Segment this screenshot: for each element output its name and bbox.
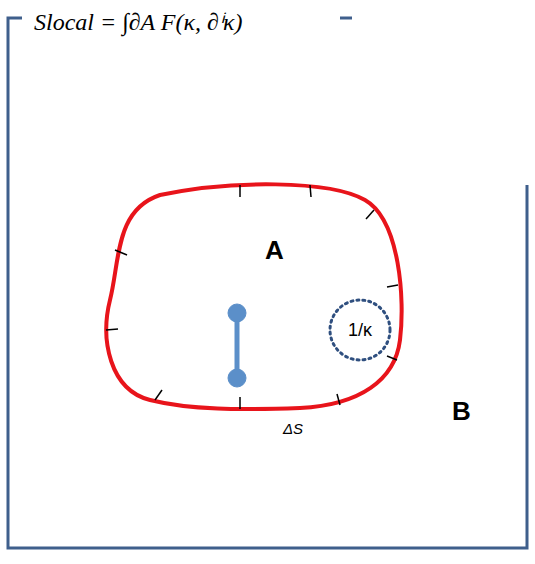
curvature-circle: 1/κ	[328, 298, 392, 362]
boundary-tick	[310, 185, 311, 197]
node-label: 1/κ	[348, 320, 372, 341]
region-boundary	[106, 184, 401, 409]
boundary-tick	[337, 394, 340, 405]
boundary-tick	[239, 397, 241, 409]
dumbbell-symbol	[228, 304, 246, 387]
boundary-tick	[115, 250, 127, 255]
dotted-circle	[330, 300, 390, 360]
boundary-tick	[155, 390, 162, 400]
bracket-line	[8, 18, 527, 548]
boundary-tick	[387, 285, 398, 287]
bracket-dash	[340, 17, 352, 20]
arc-length-label: ΔS	[283, 420, 303, 437]
boundary-tick	[106, 329, 118, 330]
boundary-tick	[239, 185, 241, 197]
region-label: B	[452, 396, 471, 427]
region-a: A 1/κ	[100, 180, 406, 414]
boundary-tick	[366, 210, 374, 219]
region-a-outline	[100, 180, 406, 414]
boundary-tick	[387, 356, 397, 360]
node-label: A	[265, 235, 284, 266]
formula-title: Slocal = ∫∂A F(κ, ∂ⁱκ)	[28, 4, 248, 37]
